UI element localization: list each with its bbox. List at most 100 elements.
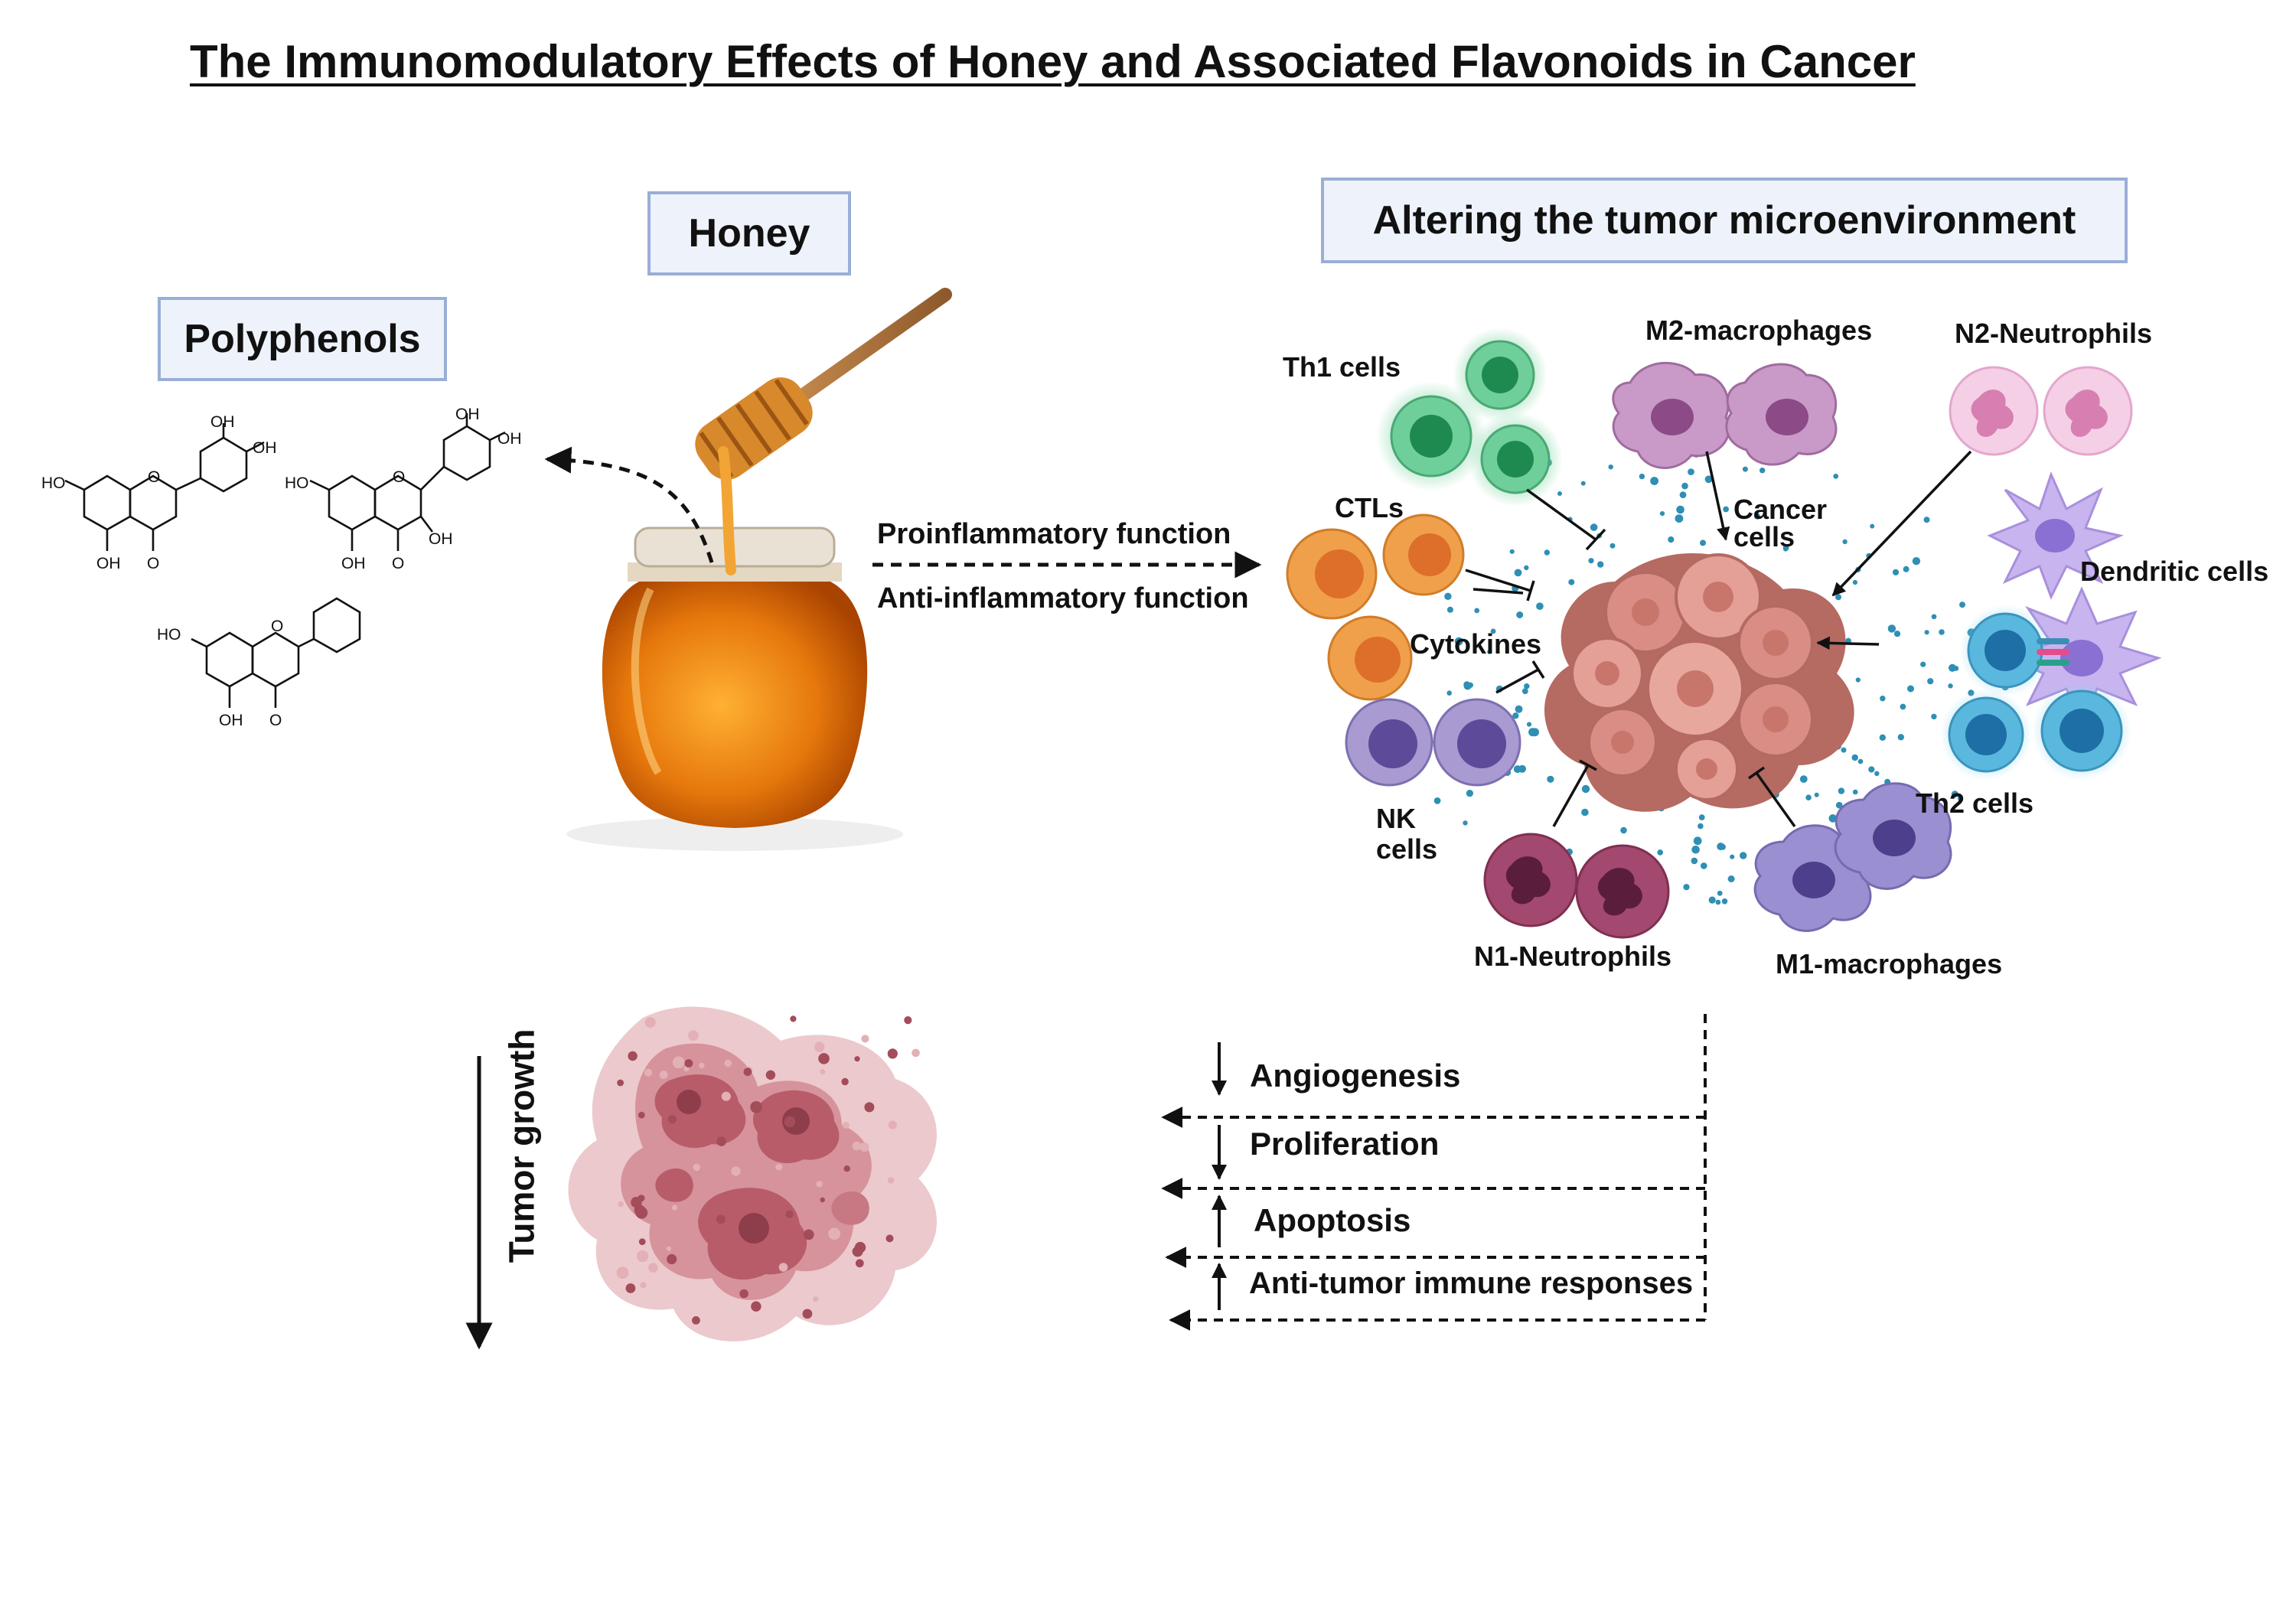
tumor-speck (672, 1056, 685, 1069)
n1-neutrophils (1483, 833, 1670, 939)
cytokine-dot (1513, 765, 1521, 774)
cytokine-dot (1715, 899, 1721, 905)
tumor-speck (667, 1253, 677, 1265)
tumor-speck (724, 1059, 732, 1068)
tumor-speck (666, 1246, 672, 1251)
proinflammatory-function-label: Proinflammatory function (877, 518, 1231, 550)
cytokine-dot (1879, 734, 1886, 741)
cytokine-dot (1723, 506, 1730, 513)
tumor-speck (638, 1238, 646, 1246)
cytokine-dot (1544, 549, 1551, 556)
tumor-speck (852, 1141, 862, 1151)
effects-connectors (1161, 1014, 1707, 1331)
diagram-title: The Immunomodulatory Effects of Honey an… (190, 36, 1916, 87)
ctl-cells (1286, 513, 1465, 701)
tumor-growth-label: Tumor growth (501, 1028, 542, 1263)
tumor-speck (731, 1166, 741, 1176)
cytokine-dot (1730, 854, 1735, 859)
th2-cells-label: Th2 cells (1916, 787, 2034, 819)
cytokine-dot (1590, 523, 1598, 531)
cytokine-dot (1717, 890, 1723, 896)
tumor-speck (790, 1015, 797, 1022)
cytokine-dot (1524, 683, 1530, 689)
tumor-speck (820, 1069, 826, 1075)
cytokine-dot (1923, 517, 1930, 523)
cytokine-dot (1903, 566, 1910, 572)
tumor-speck (855, 1259, 864, 1268)
cytokine-dot (1920, 661, 1926, 667)
chem-atom-label: HO (157, 626, 181, 644)
chem-atom-label: O (271, 618, 284, 635)
cytokine-dot (1588, 558, 1594, 564)
tumor-speck (667, 1115, 677, 1124)
cytokine-dot (1659, 511, 1665, 517)
tumor-speck (628, 1051, 638, 1061)
honey-to-polyphenols-arrow (544, 446, 714, 563)
effect-apoptosis-label: Apoptosis (1254, 1202, 1411, 1238)
tumor-speck (854, 1056, 860, 1062)
tumor-speck (692, 1316, 700, 1325)
cytokine-dot (1870, 523, 1875, 529)
cytokine-dot (1463, 681, 1471, 688)
cytokine-dot (1814, 792, 1819, 797)
cytokine-dot (1833, 474, 1839, 479)
tumor-speck (816, 1181, 823, 1188)
tumor-speck (843, 1165, 850, 1172)
cytokine-dot (1828, 814, 1838, 823)
cytokine-dot (1727, 875, 1735, 882)
cytokine-dot (1608, 464, 1613, 470)
chem-atom-label: O (269, 712, 282, 729)
interaction-lines (1465, 450, 1972, 828)
cytokine-dot (1857, 758, 1864, 764)
cytokine-dot (1912, 557, 1921, 566)
tumor-speck (841, 1077, 849, 1086)
tumor-speck (751, 1301, 762, 1312)
n2-neutrophils (1949, 366, 2133, 456)
cytokine-dot (1688, 468, 1694, 475)
cytokine-dot (1490, 628, 1496, 634)
tumor-speck (888, 1120, 897, 1129)
tumor-speck (887, 1177, 895, 1184)
tumor-speck (743, 1068, 752, 1077)
cytokine-dot (1957, 795, 1963, 801)
cytokine-dot (1657, 849, 1663, 856)
cytokine-dot (1868, 766, 1875, 773)
honey-label-box: Honey (647, 191, 851, 275)
tumor-speck (640, 1282, 647, 1289)
cytokine-dot (1852, 789, 1858, 795)
cytokine-dot (1874, 771, 1880, 776)
cytokine-dot (1580, 481, 1586, 486)
cytokine-dot (1516, 611, 1524, 618)
tumor-speck (716, 1214, 726, 1224)
cytokine-dot (1701, 862, 1707, 869)
nk-cells (1345, 698, 1521, 787)
tumor-speck (721, 1091, 731, 1101)
tumor-speck (784, 1116, 796, 1128)
cytokine-dot (1581, 808, 1589, 817)
cytokine-dot (1782, 545, 1789, 551)
tumor-speck (813, 1296, 819, 1302)
cytokine-dot (1515, 705, 1523, 713)
chem-atom-label: OH (497, 430, 522, 448)
cytokine-dot (1897, 734, 1904, 741)
cytokine-dot (1852, 579, 1857, 585)
cytokine-dot (1512, 712, 1519, 719)
antigen-presentation (2037, 638, 2069, 666)
tumor-speck (775, 1163, 783, 1171)
tme-label-box: Altering the tumor microenvironment (1321, 178, 2128, 263)
tumor-speck (659, 1071, 668, 1079)
tumor-speck (634, 1204, 645, 1216)
tumor-speck (644, 1017, 656, 1028)
cytokine-dot (1704, 475, 1713, 484)
tumor-speck (684, 1059, 693, 1068)
cytokine-dot (1842, 539, 1848, 545)
chem-atom-label: O (392, 555, 405, 572)
cytokine-dot (1526, 722, 1532, 727)
cytokine-dot (1446, 690, 1452, 696)
tumor-speck (739, 1289, 748, 1299)
cytokine-dot (1676, 505, 1684, 514)
cytokine-dot (1509, 549, 1515, 554)
chem-atom-label: OH (429, 530, 453, 548)
cytokine-dot (1835, 594, 1841, 601)
